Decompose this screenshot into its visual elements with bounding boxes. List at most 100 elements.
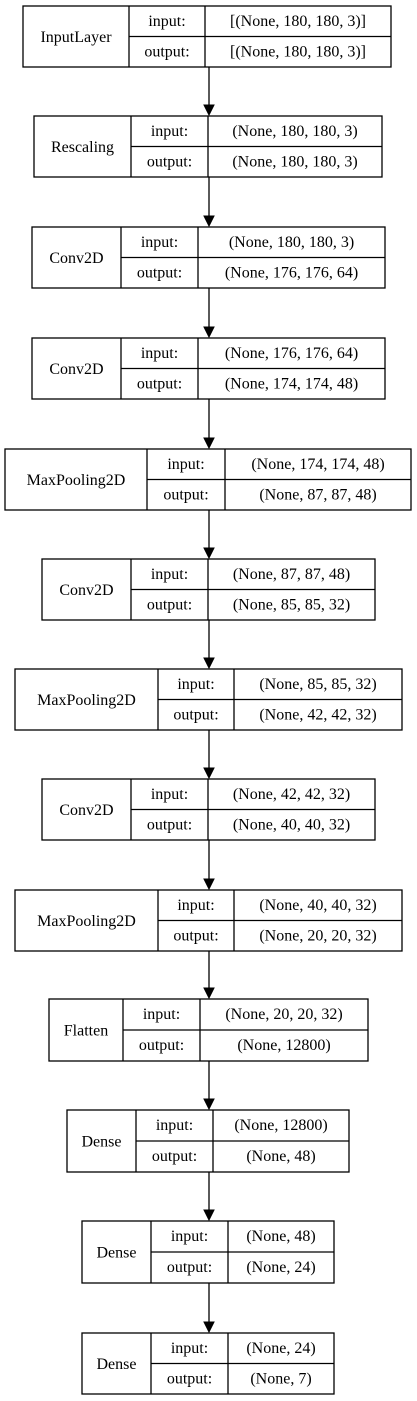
edge-arrow [203,177,215,228]
output-shape: (None, 40, 40, 32) [233,817,350,834]
layer-name: MaxPooling2D [37,692,136,709]
output-shape: (None, 7) [250,1371,311,1388]
layer-name: Conv2D [59,582,113,599]
output-shape: [(None, 180, 180, 3)] [230,44,366,61]
output-port-label: output: [139,1037,184,1054]
layer-node: MaxPooling2D input: output: (None, 174, 174… [4,448,412,511]
input-shape: (None, 40, 40, 32) [259,897,376,914]
input-port-label: input: [177,676,214,693]
edge-arrow [203,840,215,891]
input-shape: (None, 85, 85, 32) [259,676,376,693]
arrowhead-icon [203,437,215,450]
input-shape: (None, 20, 20, 32) [225,1006,342,1023]
input-shape: (None, 180, 180, 3) [232,123,357,140]
layer-node: Dense input: output: (None, 48) (None, 24) [81,1220,335,1284]
output-shape: (None, 176, 176, 64) [225,265,358,282]
layer-name: Conv2D [49,361,103,378]
input-port-label: input: [151,566,188,583]
output-port-label: output: [173,928,218,945]
layer-node: Dense input: output: (None, 24) (None, 7) [81,1332,335,1395]
arrowhead-icon [203,878,215,891]
input-port-label: input: [171,1228,208,1245]
arrowhead-icon [203,987,215,1000]
edge-arrow [203,1283,215,1334]
layer-name: MaxPooling2D [37,913,136,930]
input-shape: (None, 180, 180, 3) [229,234,354,251]
output-port-label: output: [152,1148,197,1165]
layer-name: Dense [97,1356,137,1373]
layer-node: Flatten input: output: (None, 20, 20, 32) (N… [48,998,369,1062]
output-port-label: output: [147,817,192,834]
layer-node: Rescaling input: output: (None, 180, 180, 3… [33,115,383,178]
output-port-label: output: [137,265,182,282]
output-port-label: output: [167,1371,212,1388]
output-shape: (None, 85, 85, 32) [233,597,350,614]
edge-arrow [203,730,215,780]
output-port-label: output: [147,154,192,171]
output-shape: (None, 24) [246,1259,315,1276]
arrowhead-icon [203,547,215,560]
output-shape: (None, 20, 20, 32) [259,928,376,945]
layer-name: Rescaling [51,139,114,156]
input-shape: (None, 174, 174, 48) [251,456,384,473]
input-shape: (None, 24) [246,1340,315,1357]
input-shape: (None, 176, 176, 64) [225,345,358,362]
edge-arrow [203,1172,215,1222]
layer-node: Conv2D input: output: (None, 176, 176, 64) (… [31,337,386,400]
output-port-label: output: [144,44,189,61]
layer-name: Conv2D [59,802,113,819]
edge-arrow [203,620,215,670]
input-shape: (None, 42, 42, 32) [233,786,350,803]
input-port-label: input: [141,234,178,251]
arrowhead-icon [203,1209,215,1222]
input-port-label: input: [151,123,188,140]
layer-node: MaxPooling2D input: output: (None, 40, 40, … [14,889,403,952]
layer-node: Dense input: output: (None, 12800) (None, 48… [66,1109,350,1173]
output-port-label: output: [147,597,192,614]
output-shape: (None, 48) [246,1148,315,1165]
edge-arrow [203,399,215,450]
input-shape: (None, 87, 87, 48) [233,566,350,583]
output-port-label: output: [173,707,218,724]
input-port-label: input: [167,456,204,473]
arrowhead-icon [203,1321,215,1334]
output-port-label: output: [167,1259,212,1276]
output-shape: (None, 12800) [237,1037,330,1054]
input-port-label: input: [143,1006,180,1023]
input-shape: (None, 48) [246,1228,315,1245]
arrowhead-icon [203,104,215,117]
layer-name: Dense [82,1134,122,1151]
output-shape: (None, 87, 87, 48) [259,487,376,504]
input-shape: [(None, 180, 180, 3)] [230,13,366,30]
arrowhead-icon [203,215,215,228]
input-port-label: input: [171,1340,208,1357]
layer-node: Conv2D input: output: (None, 87, 87, 48) (No… [41,558,376,621]
layer-name: InputLayer [40,29,112,46]
edge-arrow [203,67,215,117]
layer-name: Flatten [64,1023,108,1040]
layer-node: Conv2D input: output: (None, 42, 42, 32) (No… [41,778,376,841]
output-shape: (None, 42, 42, 32) [259,707,376,724]
layer-node: MaxPooling2D input: output: (None, 85, 85, … [14,668,403,731]
output-shape: (None, 174, 174, 48) [225,376,358,393]
input-port-label: input: [148,13,185,30]
edge-arrow [203,951,215,1000]
output-port-label: output: [163,487,208,504]
input-port-label: input: [177,897,214,914]
arrowhead-icon [203,326,215,339]
layer-node: InputLayer input: output: [(None, 180, 180,… [22,5,392,68]
arrowhead-icon [203,1098,215,1111]
layer-name: Dense [97,1245,137,1262]
input-port-label: input: [141,345,178,362]
output-port-label: output: [137,376,182,393]
input-shape: (None, 12800) [234,1117,327,1134]
arrowhead-icon [203,767,215,780]
output-shape: (None, 180, 180, 3) [232,154,357,171]
edge-arrow [203,510,215,560]
layer-name: MaxPooling2D [27,472,126,489]
input-port-label: input: [156,1117,193,1134]
input-port-label: input: [151,786,188,803]
edge-arrow [203,1061,215,1111]
